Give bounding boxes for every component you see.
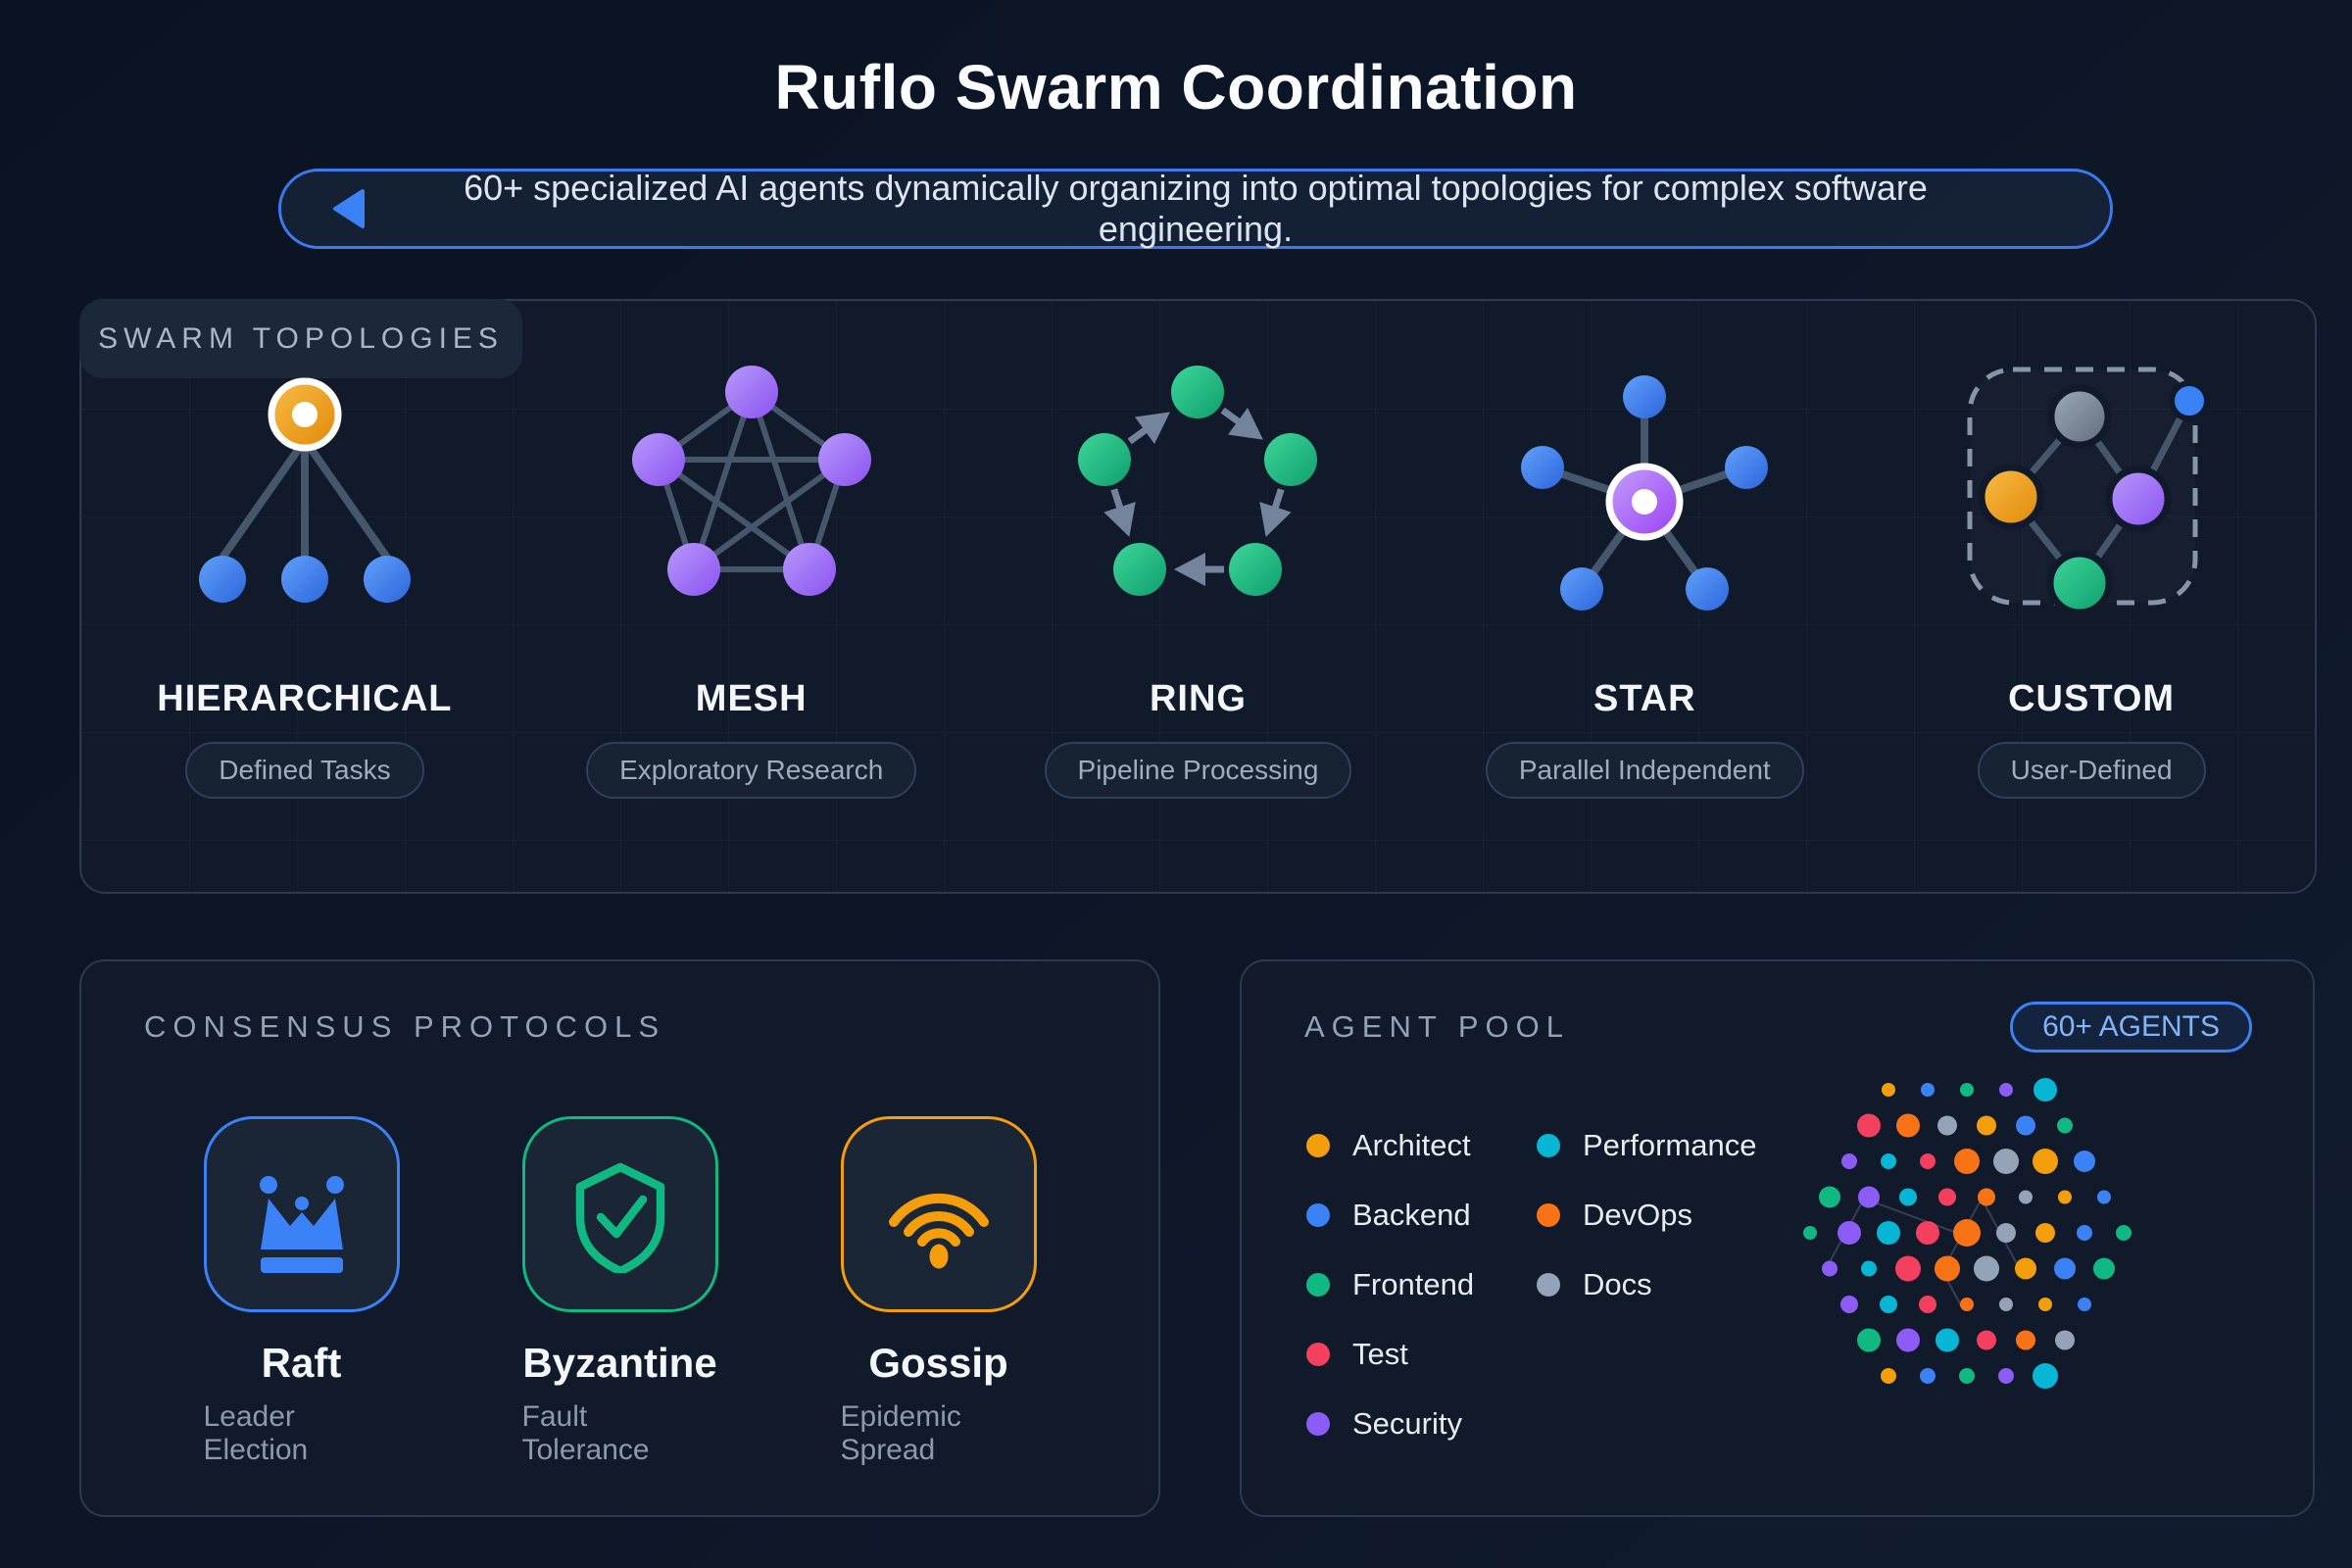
topology-name: CUSTOM — [2008, 678, 2176, 719]
legend-item-architect: Architect — [1306, 1110, 1537, 1180]
legend-label: Architect — [1352, 1127, 1471, 1162]
legend-label: DevOps — [1583, 1197, 1692, 1232]
topology-item-hierarchical[interactable]: HIERARCHICAL Defined Tasks — [81, 350, 528, 799]
agent-pool-title: AGENT POOL — [1304, 1009, 1570, 1044]
legend-dot — [1537, 1202, 1560, 1227]
topology-item-mesh[interactable]: MESH Exploratory Research — [528, 350, 975, 799]
topology-item-ring[interactable]: RING Pipeline Processing — [975, 350, 1422, 799]
legend-label: Test — [1352, 1336, 1408, 1371]
protocol-name: Byzantine — [522, 1340, 717, 1386]
crown-icon — [259, 1176, 344, 1273]
protocol-name: Raft — [261, 1340, 342, 1386]
swarm-topologies-card: SWARM TOPOLOGIES HIERARCHICAL Defined Tas… — [79, 299, 2317, 894]
legend-dot — [1537, 1133, 1560, 1157]
legend-item-docs: Docs — [1537, 1250, 1756, 1319]
legend-label: Backend — [1352, 1197, 1471, 1232]
legend-label: Docs — [1583, 1266, 1652, 1301]
agent-cluster — [1756, 1049, 2178, 1421]
legend-dot — [1306, 1202, 1330, 1227]
legend-item-backend: Backend — [1306, 1180, 1537, 1250]
legend-label: Performance — [1583, 1127, 1757, 1162]
topology-diagram-hierarchical-icon — [198, 377, 411, 603]
agents-count-badge: 60+ AGENTS — [2010, 1002, 2252, 1053]
topology-tag: Parallel Independent — [1485, 742, 1804, 799]
protocol-description: Fault Tolerance — [521, 1400, 650, 1466]
topology-tag: Exploratory Research — [586, 742, 917, 799]
legend-item-security: Security — [1306, 1389, 1537, 1458]
topology-tag: Pipeline Processing — [1044, 742, 1352, 799]
topology-item-star[interactable]: STAR Parallel Independent — [1421, 350, 1868, 799]
topology-name: MESH — [695, 678, 808, 719]
topology-name: RING — [1149, 678, 1247, 719]
topology-name: STAR — [1592, 678, 1696, 719]
topology-diagram-ring-icon — [1078, 366, 1318, 596]
triangle-left-icon — [333, 189, 365, 228]
legend-item-performance: Performance — [1537, 1110, 1756, 1180]
wifi-icon — [888, 1193, 989, 1269]
topology-tag: Defined Tasks — [185, 742, 424, 799]
legend-item-frontend: Frontend — [1306, 1250, 1537, 1319]
subtitle-banner: 60+ specialized AI agents dynamically or… — [278, 168, 2113, 249]
topology-diagram-star-icon — [1521, 375, 1769, 611]
legend-dot — [1306, 1411, 1330, 1436]
consensus-protocols-title: CONSENSUS PROTOCOLS — [144, 1009, 666, 1044]
agent-cluster-icon — [1803, 1078, 2132, 1389]
page-title: Ruflo Swarm Coordination — [774, 52, 1578, 122]
topology-name: HIERARCHICAL — [157, 678, 453, 719]
legend-dot — [1306, 1133, 1330, 1157]
protocol-tile[interactable] — [521, 1116, 718, 1312]
protocol-description: Leader Election — [203, 1400, 309, 1466]
legend-dot — [1306, 1272, 1330, 1297]
protocol-tile[interactable] — [203, 1116, 400, 1312]
protocol-tile[interactable] — [840, 1116, 1037, 1312]
protocol-description: Epidemic Spread — [840, 1400, 961, 1466]
topology-diagram-mesh-icon — [631, 366, 871, 596]
subtitle-text: 60+ specialized AI agents dynamically or… — [464, 168, 1928, 249]
topology-diagram-custom-icon — [1967, 367, 2211, 616]
swarm-topologies-tab: SWARM TOPOLOGIES — [79, 299, 522, 378]
topology-row: HIERARCHICAL Defined Tasks MESH Exploratory… — [81, 350, 2315, 799]
legend-label: Security — [1352, 1405, 1462, 1441]
legend-label: Frontend — [1352, 1266, 1475, 1301]
legend-item-devops: DevOps — [1537, 1180, 1756, 1250]
shield-check-icon — [575, 1162, 664, 1273]
legend-dot — [1306, 1342, 1330, 1366]
legend-item-test: Test — [1306, 1319, 1537, 1389]
topology-tag: User-Defined — [1977, 742, 2206, 799]
legend-dot — [1537, 1272, 1560, 1297]
topology-item-custom[interactable]: CUSTOM User-Defined — [1868, 350, 2315, 799]
protocol-name: Gossip — [868, 1340, 1008, 1386]
